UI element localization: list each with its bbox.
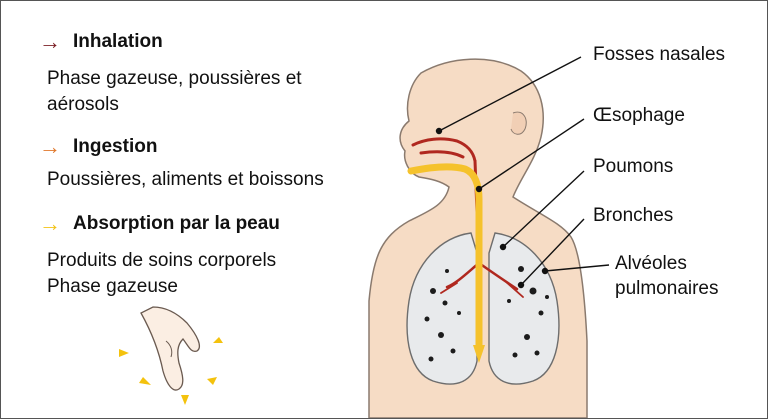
label-bronches: Bronches <box>593 204 673 228</box>
label-poumons: Poumons <box>593 155 673 179</box>
label-alveoles-1: Alvéoles <box>615 252 687 276</box>
label-fosses-nasales: Fosses nasales <box>593 43 725 67</box>
hand-arrow-icon <box>213 337 223 343</box>
hand-arrow-icon <box>181 395 189 405</box>
label-oesophage: Œsophage <box>593 104 685 128</box>
hand-arrow-icon <box>139 377 151 385</box>
hand-illustration <box>119 307 223 405</box>
hand-arrow-icon <box>207 377 217 385</box>
hand-arrow-icon <box>119 349 129 357</box>
label-alveoles-2: pulmonaires <box>615 277 719 301</box>
